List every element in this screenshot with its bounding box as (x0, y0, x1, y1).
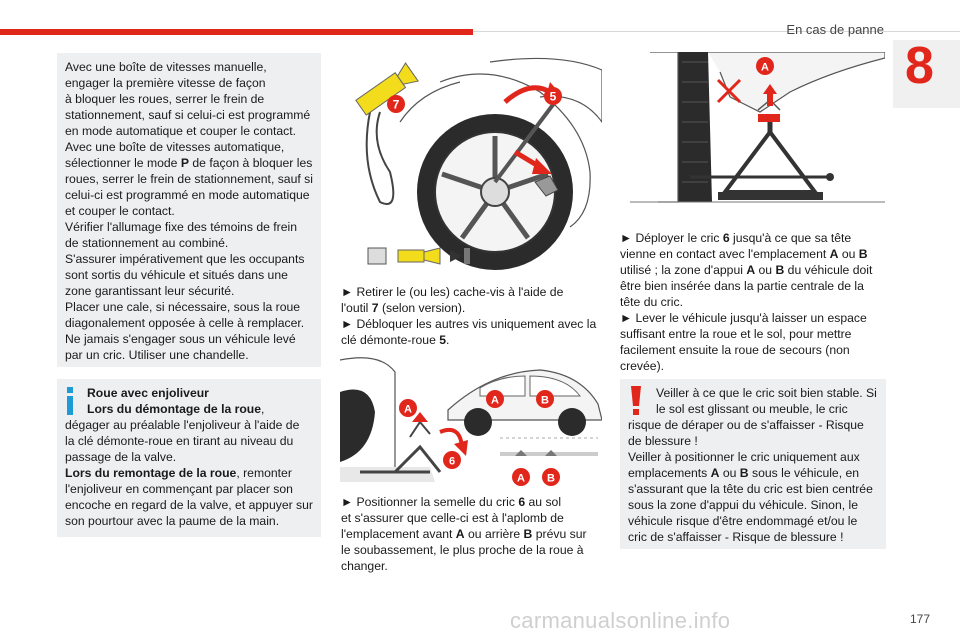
chapter-tab (893, 40, 960, 108)
page-number: 177 (909, 612, 930, 626)
body-line: par un cric. Utiliser une chandelle. (65, 348, 249, 362)
section-title: En cas de panne (786, 22, 884, 37)
step-line: clé démonte-roue 5. (341, 333, 450, 347)
body-line: Avec une boîte de vitesses automatique, (65, 140, 285, 154)
callout-b-car (536, 390, 554, 408)
body-line: engager la première vitesse de façon (65, 76, 266, 90)
warning-line: risque de déraper ou de s'affaisser - Ri… (628, 418, 864, 432)
warning-line: emplacements A ou B sous le véhicule, en (628, 466, 860, 480)
body-line: et couper le contact. (65, 204, 175, 218)
body-line: stationnement, sauf si celui-ci est prog… (65, 108, 311, 122)
callout-5 (544, 87, 562, 105)
callout-a-deploy-label: A (761, 62, 769, 74)
step-line: suffisant entre la roue et le sol, pour … (620, 327, 852, 341)
body-line: Vérifier l'allumage fixe des témoins de … (65, 220, 297, 234)
step-line: ► Retirer le (ou les) cache-vis à l'aide… (341, 285, 564, 299)
body-line: sélectionner le mode P de façon à bloque… (65, 156, 313, 170)
step-line: utilisé ; la zone d'appui A ou B du véhi… (620, 263, 873, 277)
chapter-number: 8 (905, 37, 934, 95)
step-line: tête du cric. (620, 295, 683, 309)
body-line: S'assurer impérativement que les occupan… (65, 252, 305, 266)
callout-a-car (486, 390, 504, 408)
info-line: l'enjoliveur en commençant par placer so… (65, 482, 293, 496)
jack-positioning-illustration: A A B A B 6 (340, 357, 602, 486)
step-position-jack: ► Positionner la semelle du cric 6 au so… (341, 494, 603, 574)
callout-a-car-label: A (491, 395, 499, 407)
callout-6-label: 6 (449, 456, 455, 468)
jack-deploy-illustration: A (630, 52, 885, 203)
step-line: et s'assurer que celle-ci est à l'aplomb… (341, 511, 564, 525)
body-line: de stationnement au combiné. (65, 236, 229, 250)
info-sub2: Lors du remontage de la roue (65, 466, 237, 480)
info-line: encoche en regard de la valve, et appuye… (65, 498, 313, 512)
info-title: Roue avec enjoliveur (87, 386, 209, 400)
info-line: la clé démonte-roue en tirant au niveau … (65, 434, 294, 448)
callout-b-underbody-label: B (547, 473, 555, 485)
body-line: en mode automatique et couper le contact… (65, 124, 297, 138)
step-line: être bien insérée dans la partie central… (620, 279, 864, 293)
wheel-removal-illustration: 7 5 (355, 57, 602, 270)
info-sub2-tail: , remonter (236, 466, 292, 480)
body-line: Placer une cale, si nécessaire, sous la … (65, 300, 301, 314)
warning-line: véhicule risque d'être endommagé et/ou l… (628, 514, 858, 528)
step-deploy-lift: ► Déployer le cric 6 jusqu'à ce que sa t… (620, 230, 886, 374)
body-line: sont sortis du véhicule et situés dans u… (65, 268, 288, 282)
step-line: ► Lever le véhicule jusqu'à laisser un e… (620, 311, 867, 325)
callout-a-deploy (756, 57, 774, 75)
step-line: le soubassement, le plus proche de la ro… (341, 543, 584, 557)
body-line: zone garantissant leur sécurité. (65, 284, 235, 298)
body-line: Ne jamais s'engager sous un véhicule lev… (65, 332, 296, 346)
warning-line: cric de s'affaisser - Risque de blessure… (628, 530, 844, 544)
warning-icon (631, 386, 641, 415)
callout-6 (443, 451, 461, 469)
info-line: passage de la valve. (65, 450, 177, 464)
warning-line: s'assurant que la tête du cric est bien … (628, 482, 873, 496)
step-line: l'emplacement avant A ou arrière B prévu… (341, 527, 587, 541)
warning-line: Veiller à positionner le cric uniquement… (628, 450, 860, 464)
info-line: dégager au préalable l'enjoliveur à l'ai… (65, 418, 300, 432)
header-accent-bar (0, 29, 473, 35)
info-sub1-tail: , (261, 402, 265, 416)
info-icon (67, 387, 73, 415)
step-line: ► Déployer le cric 6 jusqu'à ce que sa t… (620, 231, 852, 245)
callout-a-underbody-label: A (517, 473, 525, 485)
step-line: changer. (341, 559, 388, 573)
callout-a-jack-label: A (404, 404, 412, 416)
warning-line: de blessure ! (628, 434, 698, 448)
step-line: ► Débloquer les autres vis uniquement av… (341, 317, 597, 331)
callout-a-underbody (512, 468, 530, 486)
step-line: vienne en contact avec l'emplacement A o… (620, 247, 868, 261)
body-line: diagonalement opposée à celle à remplace… (65, 316, 305, 330)
header-rule (473, 31, 960, 32)
step-line: ► Positionner la semelle du cric 6 au so… (341, 495, 562, 509)
body-line: Avec une boîte de vitesses manuelle, (65, 60, 267, 74)
info-sub1: Lors du démontage de la roue (87, 402, 262, 416)
safety-instructions-box: Avec une boîte de vitesses manuelle, enga… (57, 53, 321, 367)
callout-7-label: 7 (393, 98, 400, 112)
info-box-wheel-trim: Roue avec enjoliveur Lors du démontage d… (57, 379, 321, 537)
body-line: roues, serrer le frein de stationnement,… (65, 172, 313, 186)
info-line: son pourtour avec la paume de la main. (65, 514, 280, 528)
warning-line: le sol est glissant ou meuble, le cric (656, 402, 848, 416)
body-line: à bloquer les roues, serrer le frein de (65, 92, 265, 106)
step-line: l'outil 7 (selon version). (341, 301, 466, 315)
callout-7 (387, 95, 405, 113)
warning-line: sous la zone d'appui du véhicule. Sinon,… (628, 498, 858, 512)
warning-box-jack: Veiller à ce que le cric soit bien stabl… (620, 379, 886, 549)
warning-line: Veiller à ce que le cric soit bien stabl… (656, 386, 877, 400)
step-line: crevée). (620, 359, 665, 373)
step-remove-bolt-caps: ► Retirer le (ou les) cache-vis à l'aide… (341, 284, 603, 348)
body-line: celui-ci est programmé en mode automatiq… (65, 188, 310, 202)
callout-b-underbody (542, 468, 560, 486)
callout-b-car-label: B (541, 395, 549, 407)
watermark: carmanualsonline.info (510, 608, 731, 633)
callout-5-label: 5 (550, 90, 557, 104)
step-line: facilement ensuite la roue de secours (n… (620, 343, 850, 357)
callout-a-jack (399, 399, 417, 417)
